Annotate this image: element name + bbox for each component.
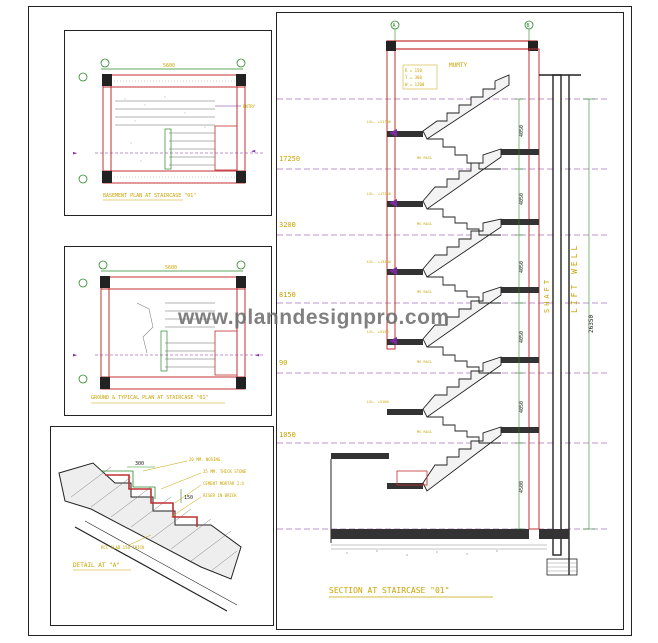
svg-text:MS RAIL: MS RAIL — [417, 360, 432, 364]
basement-plan-drawing: 5600 — [73, 58, 265, 201]
svg-text:4500: 4500 — [519, 481, 525, 493]
detail-riser-dim: 150 — [184, 495, 193, 501]
svg-text:LVL. +21700: LVL. +21700 — [367, 120, 391, 124]
detail-caption: DETAIL AT "A" — [73, 562, 120, 569]
svg-text:4050: 4050 — [519, 261, 525, 273]
svg-text:ENTRY: ENTRY — [243, 104, 256, 109]
detail-tread-dim: 300 — [135, 461, 144, 467]
svg-text:4050: 4050 — [519, 125, 525, 137]
level-label-1: 17250 — [279, 155, 300, 163]
level-label-3: 8150 — [279, 291, 296, 299]
svg-text:►: ► — [73, 351, 78, 359]
lift-well-label: LIFT WELL — [570, 243, 579, 313]
svg-text:R = 150: R = 150 — [405, 68, 422, 73]
svg-text:►: ► — [73, 149, 78, 157]
panel-main-section: 17250 3200 8150 90 1050 A B MUMTY R = 15… — [276, 12, 624, 630]
plan-dimension-mid: 5600 — [165, 265, 177, 271]
grid-bubble-2 — [78, 174, 88, 184]
detail-note-3: CEMENT MORTAR 1:4 — [203, 481, 245, 486]
svg-text:◄: ◄ — [251, 147, 256, 155]
plan-dimension-top: 5600 — [163, 63, 175, 69]
typical-plan-caption: GROUND & TYPICAL PLAN AT STAIRCASE "01" — [91, 395, 208, 401]
svg-text:◄: ◄ — [255, 351, 260, 359]
svg-text:A: A — [393, 23, 396, 29]
detail-note-4: RISER IN BRICK — [203, 493, 237, 498]
detail-a-drawing: 300 150 20 MM. NOSING 25 MM. THICK STONE… — [58, 457, 247, 612]
svg-text:LVL. +13200: LVL. +13200 — [367, 260, 391, 264]
level-label-4: 90 — [279, 359, 287, 367]
basement-plan-caption: BASEMENT PLAN AT STAIRCASE "01" — [103, 193, 196, 199]
mumty-label: MUMTY — [449, 62, 467, 69]
panel-basement-plan: 5600 — [64, 30, 272, 216]
svg-text:LVL. +9150: LVL. +9150 — [367, 330, 389, 334]
grid-bubble-1 — [78, 72, 88, 82]
panel-detail-a: 300 150 20 MM. NOSING 25 MM. THICK STONE… — [50, 426, 274, 626]
svg-text:LVL. +17250: LVL. +17250 — [367, 192, 391, 196]
section-title: SECTION AT STAIRCASE "01" — [329, 586, 449, 595]
detail-note-1: 20 MM. NOSING — [189, 457, 221, 462]
detail-note-2: 25 MM. THICK STONE — [203, 469, 247, 474]
svg-text:MS RAIL: MS RAIL — [417, 222, 432, 226]
svg-text:4050: 4050 — [519, 401, 525, 413]
grid-bubble-b — [236, 58, 246, 68]
grid-bubble-a — [100, 58, 110, 68]
watermark-text: www.planndesignpro.com — [178, 306, 450, 329]
total-height-dim: 26350 — [588, 315, 595, 333]
svg-text:4050: 4050 — [519, 331, 525, 343]
staircase-section-drawing: 17250 3200 8150 90 1050 A B MUMTY R = 15… — [277, 20, 607, 598]
detail-note-5: RCC SLAB 150 THICK — [101, 545, 145, 550]
svg-text:4050: 4050 — [519, 193, 525, 205]
svg-text:B: B — [527, 23, 530, 29]
svg-text:T = 300: T = 300 — [405, 75, 422, 80]
svg-text:MS RAIL: MS RAIL — [417, 156, 432, 160]
panel-typical-plan: 5600 ► ◄ GROUND & TYPICAL PLAN AT STAIRC… — [64, 246, 272, 416]
shaft-label: SHAFT — [543, 277, 551, 313]
svg-text:W = 1200: W = 1200 — [405, 82, 425, 87]
svg-text:MS RAIL: MS RAIL — [417, 430, 432, 434]
typical-plan-drawing: 5600 ► ◄ GROUND & TYPICAL PLAN AT STAIRC… — [73, 260, 265, 404]
svg-text:MS RAIL: MS RAIL — [417, 290, 432, 294]
svg-text:LVL. +5100: LVL. +5100 — [367, 400, 389, 404]
drawing-sheet-border — [28, 6, 632, 636]
level-label-2: 3200 — [279, 221, 296, 229]
level-label-5: 1050 — [279, 431, 296, 439]
